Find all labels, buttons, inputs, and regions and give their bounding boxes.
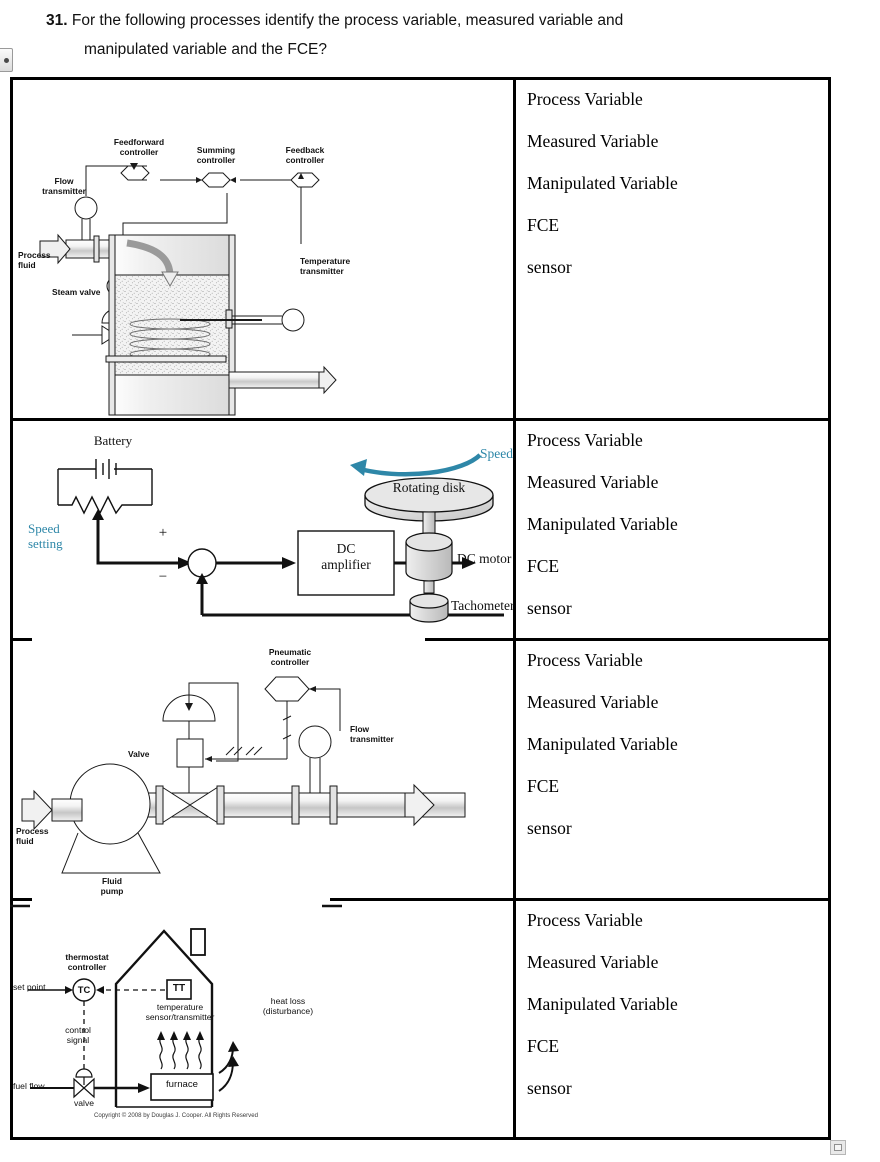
label-battery: Battery bbox=[93, 433, 133, 448]
label-steam-valve: Steam valve bbox=[52, 287, 101, 297]
label-rotating-disk: Rotating disk bbox=[392, 480, 466, 495]
answer-fce: FCE bbox=[527, 1036, 560, 1056]
answer-sensor: sensor bbox=[527, 257, 572, 277]
answer-manipulated-variable: Manipulated Variable bbox=[527, 734, 678, 754]
answer-process-variable: Process Variable bbox=[527, 89, 643, 109]
label-fuel-flow: fuel flow bbox=[13, 1081, 45, 1091]
label-feedforward-controller: Feedforward controller bbox=[113, 137, 165, 157]
answer-process-variable: Process Variable bbox=[527, 430, 643, 450]
label-dc-amplifier: DC amplifier bbox=[321, 541, 371, 572]
answer-manipulated-variable: Manipulated Variable bbox=[527, 173, 678, 193]
row-separator-3-stub bbox=[10, 898, 32, 901]
row-separator-2-stub bbox=[10, 638, 32, 641]
answer-measured-variable: Measured Variable bbox=[527, 952, 659, 972]
resize-handle[interactable] bbox=[830, 1140, 846, 1155]
feedforward-feedback-heated-tank-diagram bbox=[39, 163, 337, 416]
label-temperature-transmitter: Temperature transmitter bbox=[300, 256, 351, 276]
answer-cell-3: Process Variable Measured Variable Manip… bbox=[514, 641, 831, 898]
label-flow-transmitter: Flow transmitter bbox=[42, 176, 86, 196]
house-thermostat-furnace-diagram bbox=[10, 904, 342, 1108]
answer-fce: FCE bbox=[527, 215, 560, 235]
label-temperature-sensor-transmitter: temperature sensor/transmitter bbox=[145, 1002, 215, 1022]
label-valve: Valve bbox=[128, 749, 150, 759]
answer-process-variable: Process Variable bbox=[527, 910, 643, 930]
table-top-border bbox=[10, 77, 831, 80]
table-row: Battery Speed setting + − DC amplifier R… bbox=[10, 421, 831, 638]
diagram-cell-dc-motor: Battery Speed setting + − DC amplifier R… bbox=[10, 421, 514, 638]
answer-cell-4: Process Variable Measured Variable Manip… bbox=[514, 901, 831, 1137]
label-process-fluid: Process fluid bbox=[16, 826, 49, 846]
answer-sensor: sensor bbox=[527, 598, 572, 618]
label-tachometer: Tachometer bbox=[451, 598, 514, 613]
label-thermostat-controller: thermostat controller bbox=[65, 952, 109, 972]
question-text: 31. For the following processes identify… bbox=[46, 6, 836, 64]
label-furnace: furnace bbox=[166, 1079, 198, 1090]
answer-measured-variable: Measured Variable bbox=[527, 692, 659, 712]
dc-motor-speed-control-diagram bbox=[57, 453, 504, 623]
table-column-divider bbox=[513, 77, 516, 1140]
answer-fce: FCE bbox=[527, 776, 560, 796]
answer-cell-1: Process Variable Measured Variable Manip… bbox=[514, 80, 831, 418]
label-fluid-pump: Fluid pump bbox=[100, 876, 124, 896]
table-row: Feedforward controller Summing controlle… bbox=[10, 80, 831, 418]
resize-handle-icon bbox=[834, 1144, 842, 1151]
label-process-fluid: Process fluid bbox=[18, 250, 51, 270]
answer-sensor: sensor bbox=[527, 1078, 572, 1098]
answer-process-variable: Process Variable bbox=[527, 650, 643, 670]
handle-dot-icon bbox=[4, 58, 9, 63]
label-heat-loss: heat loss (disturbance) bbox=[262, 996, 314, 1016]
process-variable-table: Feedforward controller Summing controlle… bbox=[10, 77, 831, 1140]
document-left-handle[interactable] bbox=[0, 48, 13, 72]
label-dc-motor: DC motor bbox=[457, 551, 512, 566]
diagram-cell-house-thermostat: thermostat controller set point TC TT te… bbox=[10, 901, 514, 1137]
label-control-signal: control signal bbox=[65, 1025, 91, 1045]
label-flow-transmitter: Flow transmitter bbox=[350, 724, 394, 744]
table-right-border bbox=[828, 77, 831, 1140]
row-separator-2-right bbox=[425, 638, 831, 641]
label-summing-controller: Summing controller bbox=[196, 145, 236, 165]
table-row: thermostat controller set point TC TT te… bbox=[10, 901, 831, 1137]
question-number: 31. bbox=[46, 12, 68, 29]
table-bottom-border bbox=[10, 1137, 831, 1140]
label-feedback-controller: Feedback controller bbox=[285, 145, 325, 165]
label-pneumatic-controller: Pneumatic controller bbox=[268, 647, 312, 667]
pneumatic-flow-control-loop-diagram bbox=[21, 676, 466, 874]
label-valve: valve bbox=[73, 1098, 95, 1108]
answer-cell-2: Process Variable Measured Variable Manip… bbox=[514, 421, 831, 638]
answer-measured-variable: Measured Variable bbox=[527, 472, 659, 492]
table-row: Pneumatic controller Valve Flow transmit… bbox=[10, 641, 831, 898]
answer-manipulated-variable: Manipulated Variable bbox=[527, 994, 678, 1014]
row-separator-1 bbox=[10, 418, 831, 421]
label-summing-plus: + bbox=[158, 525, 168, 541]
question-line-1: For the following processes identify the… bbox=[71, 12, 624, 29]
answer-sensor: sensor bbox=[527, 818, 572, 838]
label-summing-minus: − bbox=[158, 569, 168, 585]
answer-manipulated-variable: Manipulated Variable bbox=[527, 514, 678, 534]
diagram-cell-heat-exchanger: Feedforward controller Summing controlle… bbox=[10, 80, 514, 418]
label-copyright: Copyright © 2008 by Douglas J. Cooper. A… bbox=[93, 1112, 259, 1119]
answer-fce: FCE bbox=[527, 556, 560, 576]
label-tt: TT bbox=[172, 983, 186, 994]
row-separator-3-right bbox=[330, 898, 831, 901]
label-set-point: set point bbox=[13, 982, 46, 992]
label-speed-setting: Speed setting bbox=[28, 521, 63, 551]
table-left-border bbox=[10, 77, 13, 1140]
question-line-2: manipulated variable and the FCE? bbox=[84, 41, 327, 58]
answer-measured-variable: Measured Variable bbox=[527, 131, 659, 151]
label-tc: TC bbox=[77, 984, 91, 995]
label-speed: Speed bbox=[480, 446, 513, 461]
diagram-cell-pneumatic-flow: Pneumatic controller Valve Flow transmit… bbox=[10, 641, 514, 898]
